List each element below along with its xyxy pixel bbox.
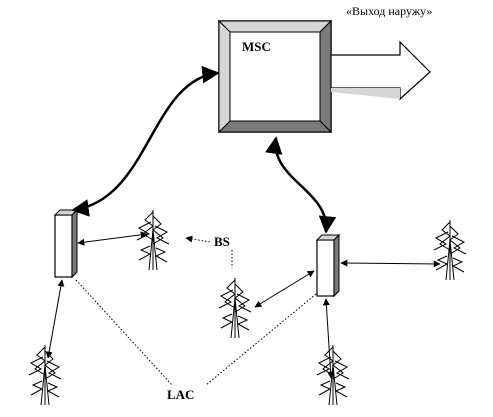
exit-label: «Выход наружу» [346,4,432,18]
link-bsc-right-tower-bottom [322,298,335,379]
lac-line-left [75,279,173,386]
link-bsc-left-tower-bottom [45,279,65,359]
link-bsc-right-tower-center [254,270,315,308]
tower-bottom-right [316,344,350,406]
bsc-left-node [53,208,79,279]
msc-label: MSC [242,39,271,54]
lac-label: LAC [167,387,194,402]
msc-node: MSC [217,19,333,134]
tower-top-left-area [136,209,170,271]
bsc-right-node [315,233,341,298]
bs-label: BS [214,234,230,249]
msc-bsc-right-link [265,136,337,234]
lac-line-right [205,293,317,386]
tower-right [433,219,467,281]
link-bsc-left-tower-top [77,231,148,246]
bs-pointer [185,235,211,243]
tower-bottom-left [28,344,62,406]
msc-bsc-left-link [71,65,220,217]
link-bsc-right-tower-right [340,259,441,268]
tower-center [218,277,252,339]
exit-arrow [330,40,431,101]
